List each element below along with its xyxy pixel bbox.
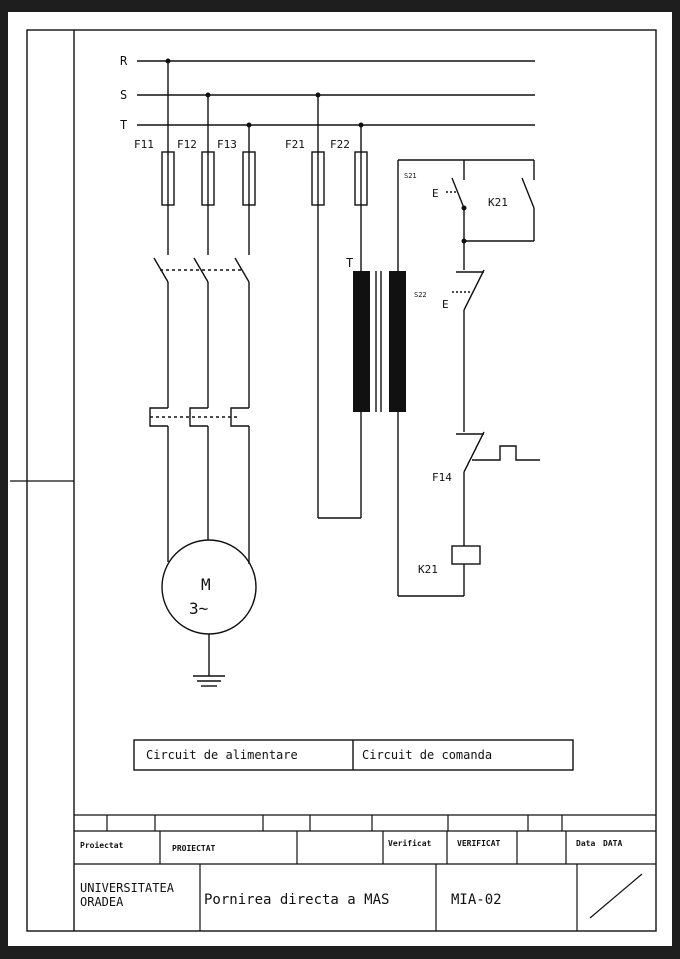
institution-line-1: UNIVERSITATEA [80, 881, 175, 895]
label-verificat: Verificat [388, 838, 432, 848]
phase-label-t: T [120, 118, 127, 132]
label-proiectat: Proiectat [80, 840, 124, 850]
motor-label-phases: 3~ [189, 599, 208, 618]
legend-power-circuit: Circuit de alimentare [146, 748, 298, 762]
value-verificat: VERIFICAT [457, 839, 501, 848]
legend-control-circuit: Circuit de comanda [362, 748, 492, 762]
thermal-relay-label-f14: F14 [432, 471, 452, 484]
institution-line-2: ORADEA [80, 895, 124, 909]
drawing-title: Pornirea directa a MAS [204, 892, 389, 908]
contact-label-k21: K21 [488, 196, 508, 209]
fuse-label-f12: F12 [177, 138, 197, 151]
supply-bus [137, 60, 535, 126]
control-circuit [398, 159, 540, 597]
power-circuit [149, 61, 257, 687]
fuse-label-f11: F11 [134, 138, 154, 151]
value-proiectat: PROIECTAT [172, 844, 216, 853]
transformer-label: T [346, 256, 353, 270]
transformer-secondary-core [389, 271, 406, 412]
fuse-label-f21: F21 [285, 138, 305, 151]
control-transformer [311, 95, 399, 596]
transformer-primary-core [353, 271, 370, 412]
coil-label-k21: K21 [418, 563, 438, 576]
label-data: Data [576, 839, 595, 848]
fuse-label-f22: F22 [330, 138, 350, 151]
e-label-stop: E [442, 298, 449, 311]
drawing-code: MIA-02 [451, 892, 502, 908]
value-data: DATA [603, 839, 622, 848]
paper [8, 12, 672, 946]
junction-dot-s21 [461, 205, 467, 211]
switch-label-s22: S22 [414, 291, 427, 299]
title-block-grid [74, 814, 656, 931]
motor-label-m: M [201, 575, 211, 594]
junction-dot-k21 [461, 238, 467, 244]
phase-label-r: R [120, 54, 128, 68]
phase-label-s: S [120, 88, 127, 102]
fuse-label-f13: F13 [217, 138, 237, 151]
switch-label-s21: S21 [404, 172, 417, 180]
e-label-start: E [432, 187, 439, 200]
